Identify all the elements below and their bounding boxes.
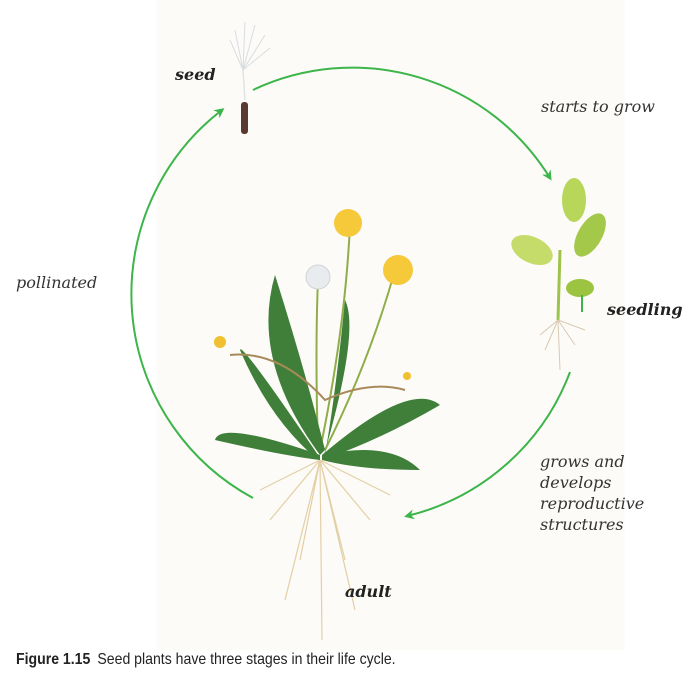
adult-plant-illustration bbox=[214, 209, 440, 641]
transition-line: grows and bbox=[540, 452, 625, 471]
seed-illustration bbox=[229, 21, 271, 134]
caption-label: Figure 1.15 bbox=[16, 651, 91, 668]
figure-caption: Figure 1.15 Seed plants have three stages… bbox=[16, 651, 396, 669]
stage-label-adult: adult bbox=[345, 582, 392, 601]
transition-line: develops bbox=[540, 473, 612, 492]
arrow-seed-to-seedling bbox=[252, 66, 552, 181]
transition-label-starts-to-grow: starts to grow bbox=[541, 97, 655, 116]
stage-label-seed: seed bbox=[175, 65, 216, 84]
caption-text: Seed plants have three stages in their l… bbox=[97, 651, 396, 668]
seedling-illustration bbox=[511, 178, 606, 371]
figure-background bbox=[157, 0, 625, 650]
transition-label-pollinated: pollinated bbox=[16, 273, 98, 292]
arrow-adult-to-seed bbox=[130, 108, 254, 499]
transition-line: reproductive bbox=[540, 494, 645, 513]
transition-line: structures bbox=[540, 515, 624, 534]
stage-label-seedling: seedling bbox=[607, 300, 683, 319]
arrow-seedling-to-adult bbox=[404, 371, 571, 520]
transition-label-grows-develops: grows and develops reproductive structur… bbox=[540, 451, 644, 535]
